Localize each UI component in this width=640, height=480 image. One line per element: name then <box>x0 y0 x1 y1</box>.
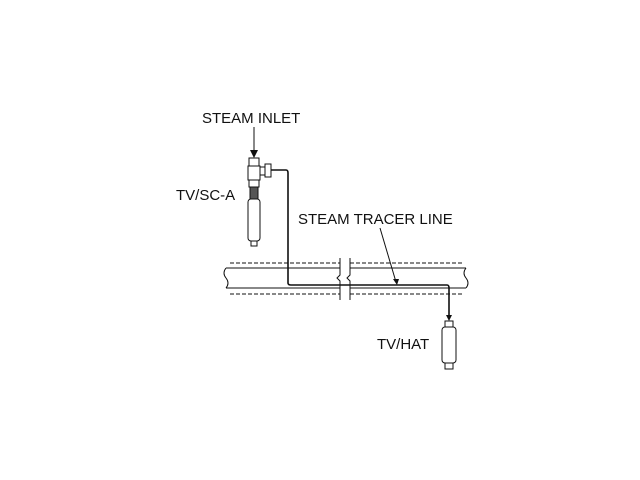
steam-inlet-arrow <box>250 127 258 158</box>
tracer-arrow <box>446 315 452 321</box>
label-tv-hat: TV/HAT <box>377 336 429 353</box>
label-tv-sc-a: TV/SC-A <box>176 187 235 204</box>
process-pipe <box>223 258 469 300</box>
label-steam-inlet: STEAM INLET <box>202 110 300 127</box>
steam-tracer-line <box>270 169 450 316</box>
tv-sc-a-valve <box>247 157 272 247</box>
tv-hat-trap <box>441 320 457 370</box>
label-steam-tracer-line: STEAM TRACER LINE <box>298 211 453 228</box>
tracer-leader <box>379 227 399 285</box>
